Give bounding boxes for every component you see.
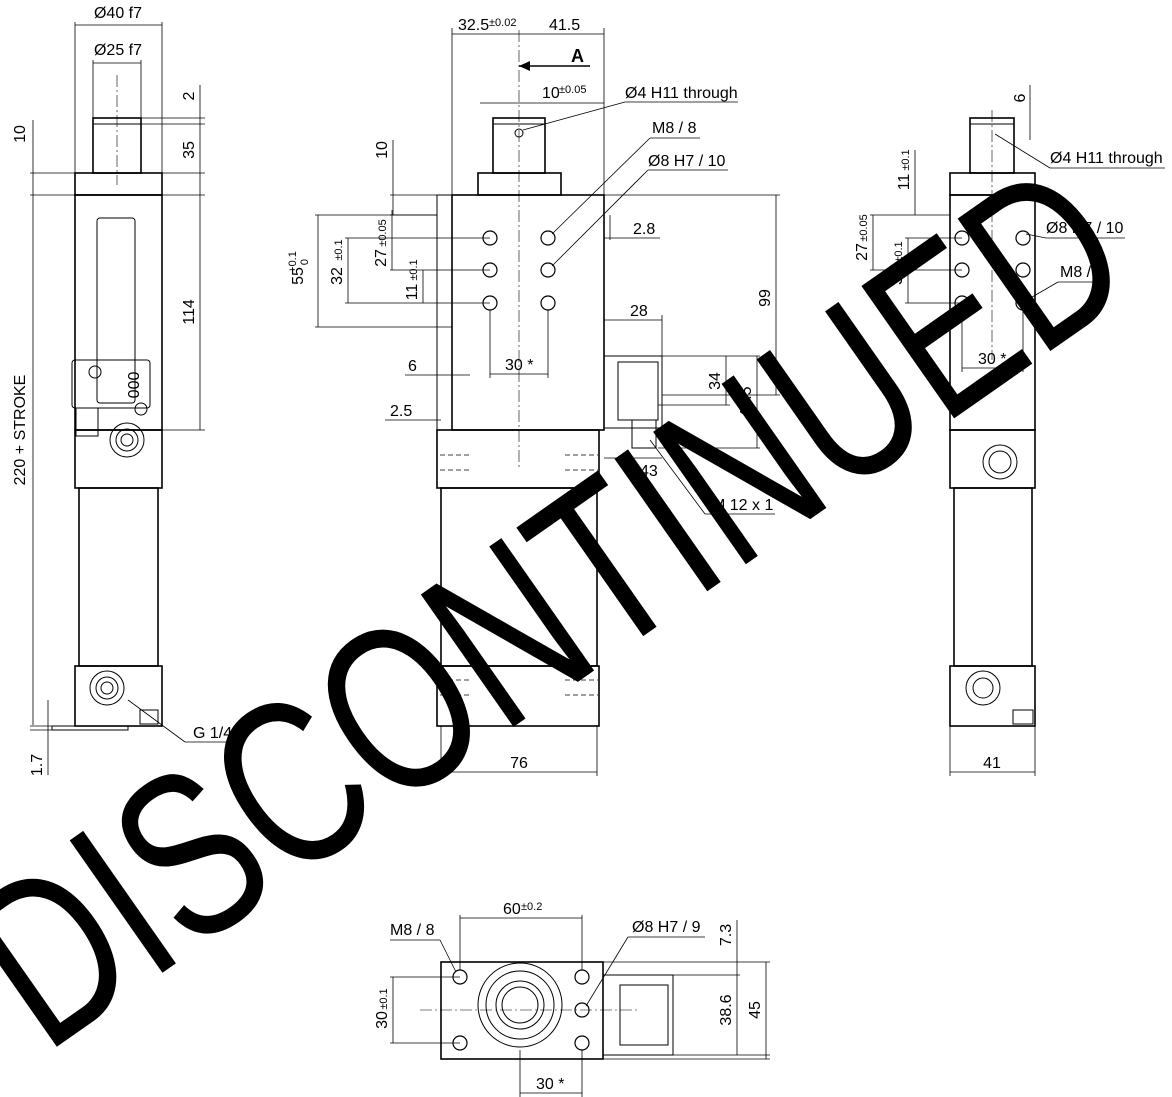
port-label: G 1/4" [193,725,238,742]
dim-99: 99 [757,289,774,307]
dim-32-tol: ±0.1 [333,239,345,260]
dim-6-right: 6 [1012,93,1029,102]
switch-counter: 000 [124,372,141,399]
pin-hole-label: Ø8 H7 / 10 [648,153,725,170]
bottom-view: 60 ±0.2 M8 / 8 Ø8 H7 / 9 7.3 38.6 45 30 … [374,901,770,1097]
dim-2: 2 [181,91,198,100]
thread-bottom: M8 / 8 [390,922,435,939]
dim-45: 45 [747,1001,764,1019]
dim-76: 76 [510,755,528,772]
dim-60-tol: ±0.2 [521,901,542,913]
view-marker-a: A [571,46,584,66]
dim-30-bottom: 30 [374,1011,391,1029]
dim-28: 28 [630,303,648,320]
dim-30-star-bottom: 30 * [536,1076,564,1093]
dim-stroke: 220 + STROKE [12,375,29,486]
dim-11-right: 11 [896,174,913,191]
dim-114: 114 [181,299,198,325]
dim-dia-25: Ø25 f7 [94,42,142,59]
dim-32: 32 [329,267,346,285]
dim-30-bottom-tol: ±0.1 [378,988,390,1009]
dim-55-tol-upper: +0.1 [287,251,299,273]
dim-48-5: 48.5 [738,386,755,417]
dim-32-right: 32 [889,267,906,285]
dim-55: 55 [290,267,307,285]
connector-label: M 12 x 1 [712,497,773,514]
dim-10-front: 10 [374,141,391,159]
pin-hole-bottom: Ø8 H7 / 9 [632,919,701,936]
dim-27-tol: ±0.05 [377,219,389,246]
dim-11-tol: ±0.1 [408,259,420,280]
dim-55-tol-lower: 0 [299,259,311,265]
hole-through-label: Ø4 H11 through [625,85,738,102]
pin-hole-right: Ø8 H7 / 10 [1046,220,1123,237]
discontinued-watermark: DISCONTINUED [0,112,1171,1096]
front-view: 32.5 ±0.02 41.5 A 10 ±0.05 Ø4 H11 throug… [287,17,780,776]
dim-dia-40: Ø40 f7 [94,5,142,22]
thread-label: M8 / 8 [652,120,697,137]
svg-text:DISCONTINUED: DISCONTINUED [0,112,1171,1096]
dim-30-front: 30 * [505,357,533,374]
dim-27: 27 [373,249,390,267]
hole-through-right: Ø4 H11 through [1050,150,1163,167]
left-side-view: 000 Ø40 f7 Ø25 f7 2 [12,5,242,776]
dim-34: 34 [707,372,724,390]
thread-right: M8 / 8 [1060,264,1105,281]
right-side-view: 6 Ø4 H11 through 11 ±0.1 27 ±0.05 32 ±0.… [854,85,1165,776]
dim-41: 41 [983,755,1001,772]
dim-6-front: 6 [408,358,417,375]
dim-10-tol-value: 10 [542,85,560,102]
dim-41-5: 41.5 [549,17,580,34]
dim-27-right: 27 [854,243,871,261]
dim-10-tol: ±0.05 [559,84,586,96]
dim-1-7: 1.7 [29,754,46,776]
dim-32-right-tol: ±0.1 [893,241,905,262]
dim-11: 11 [404,284,421,301]
dim-11-right-tol: ±0.1 [900,149,912,170]
dim-32-5-tol: ±0.02 [489,17,516,29]
dim-38-6: 38.6 [718,994,735,1025]
dim-32-5: 32.5 [458,17,489,34]
dim-27-right-tol: ±0.05 [858,214,870,241]
dim-2-8: 2.8 [633,221,655,238]
dim-43: 43 [640,463,658,480]
dim-2-5: 2.5 [390,403,412,420]
dim-60: 60 [503,901,521,918]
dim-30-right: 30 * [978,351,1006,368]
dim-7-3: 7.3 [718,924,735,946]
dim-10-left: 10 [12,125,29,143]
dim-35: 35 [181,141,198,159]
